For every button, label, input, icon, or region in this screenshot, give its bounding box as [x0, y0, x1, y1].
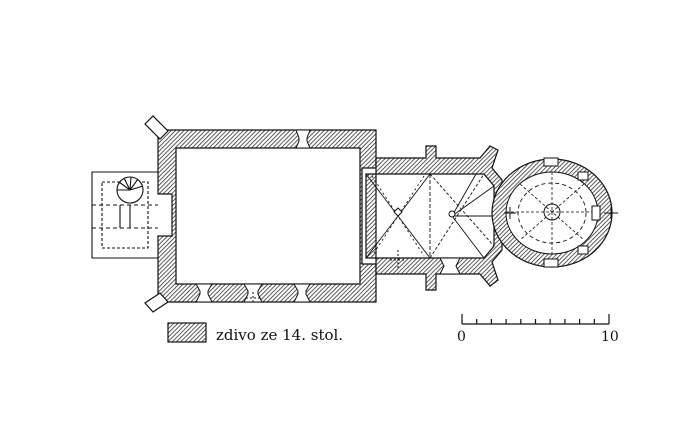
scale-end-label: 10: [601, 329, 619, 345]
scale-bar: [461, 314, 610, 325]
legend-swatch: [167, 322, 207, 343]
chancel: [365, 145, 503, 291]
scale-start-label: 0: [457, 329, 466, 345]
legend-label: zdivo ze 14. stol.: [216, 326, 344, 344]
west-annex: [91, 171, 158, 259]
rotunda: [491, 157, 618, 268]
nave-walls: [144, 115, 377, 313]
